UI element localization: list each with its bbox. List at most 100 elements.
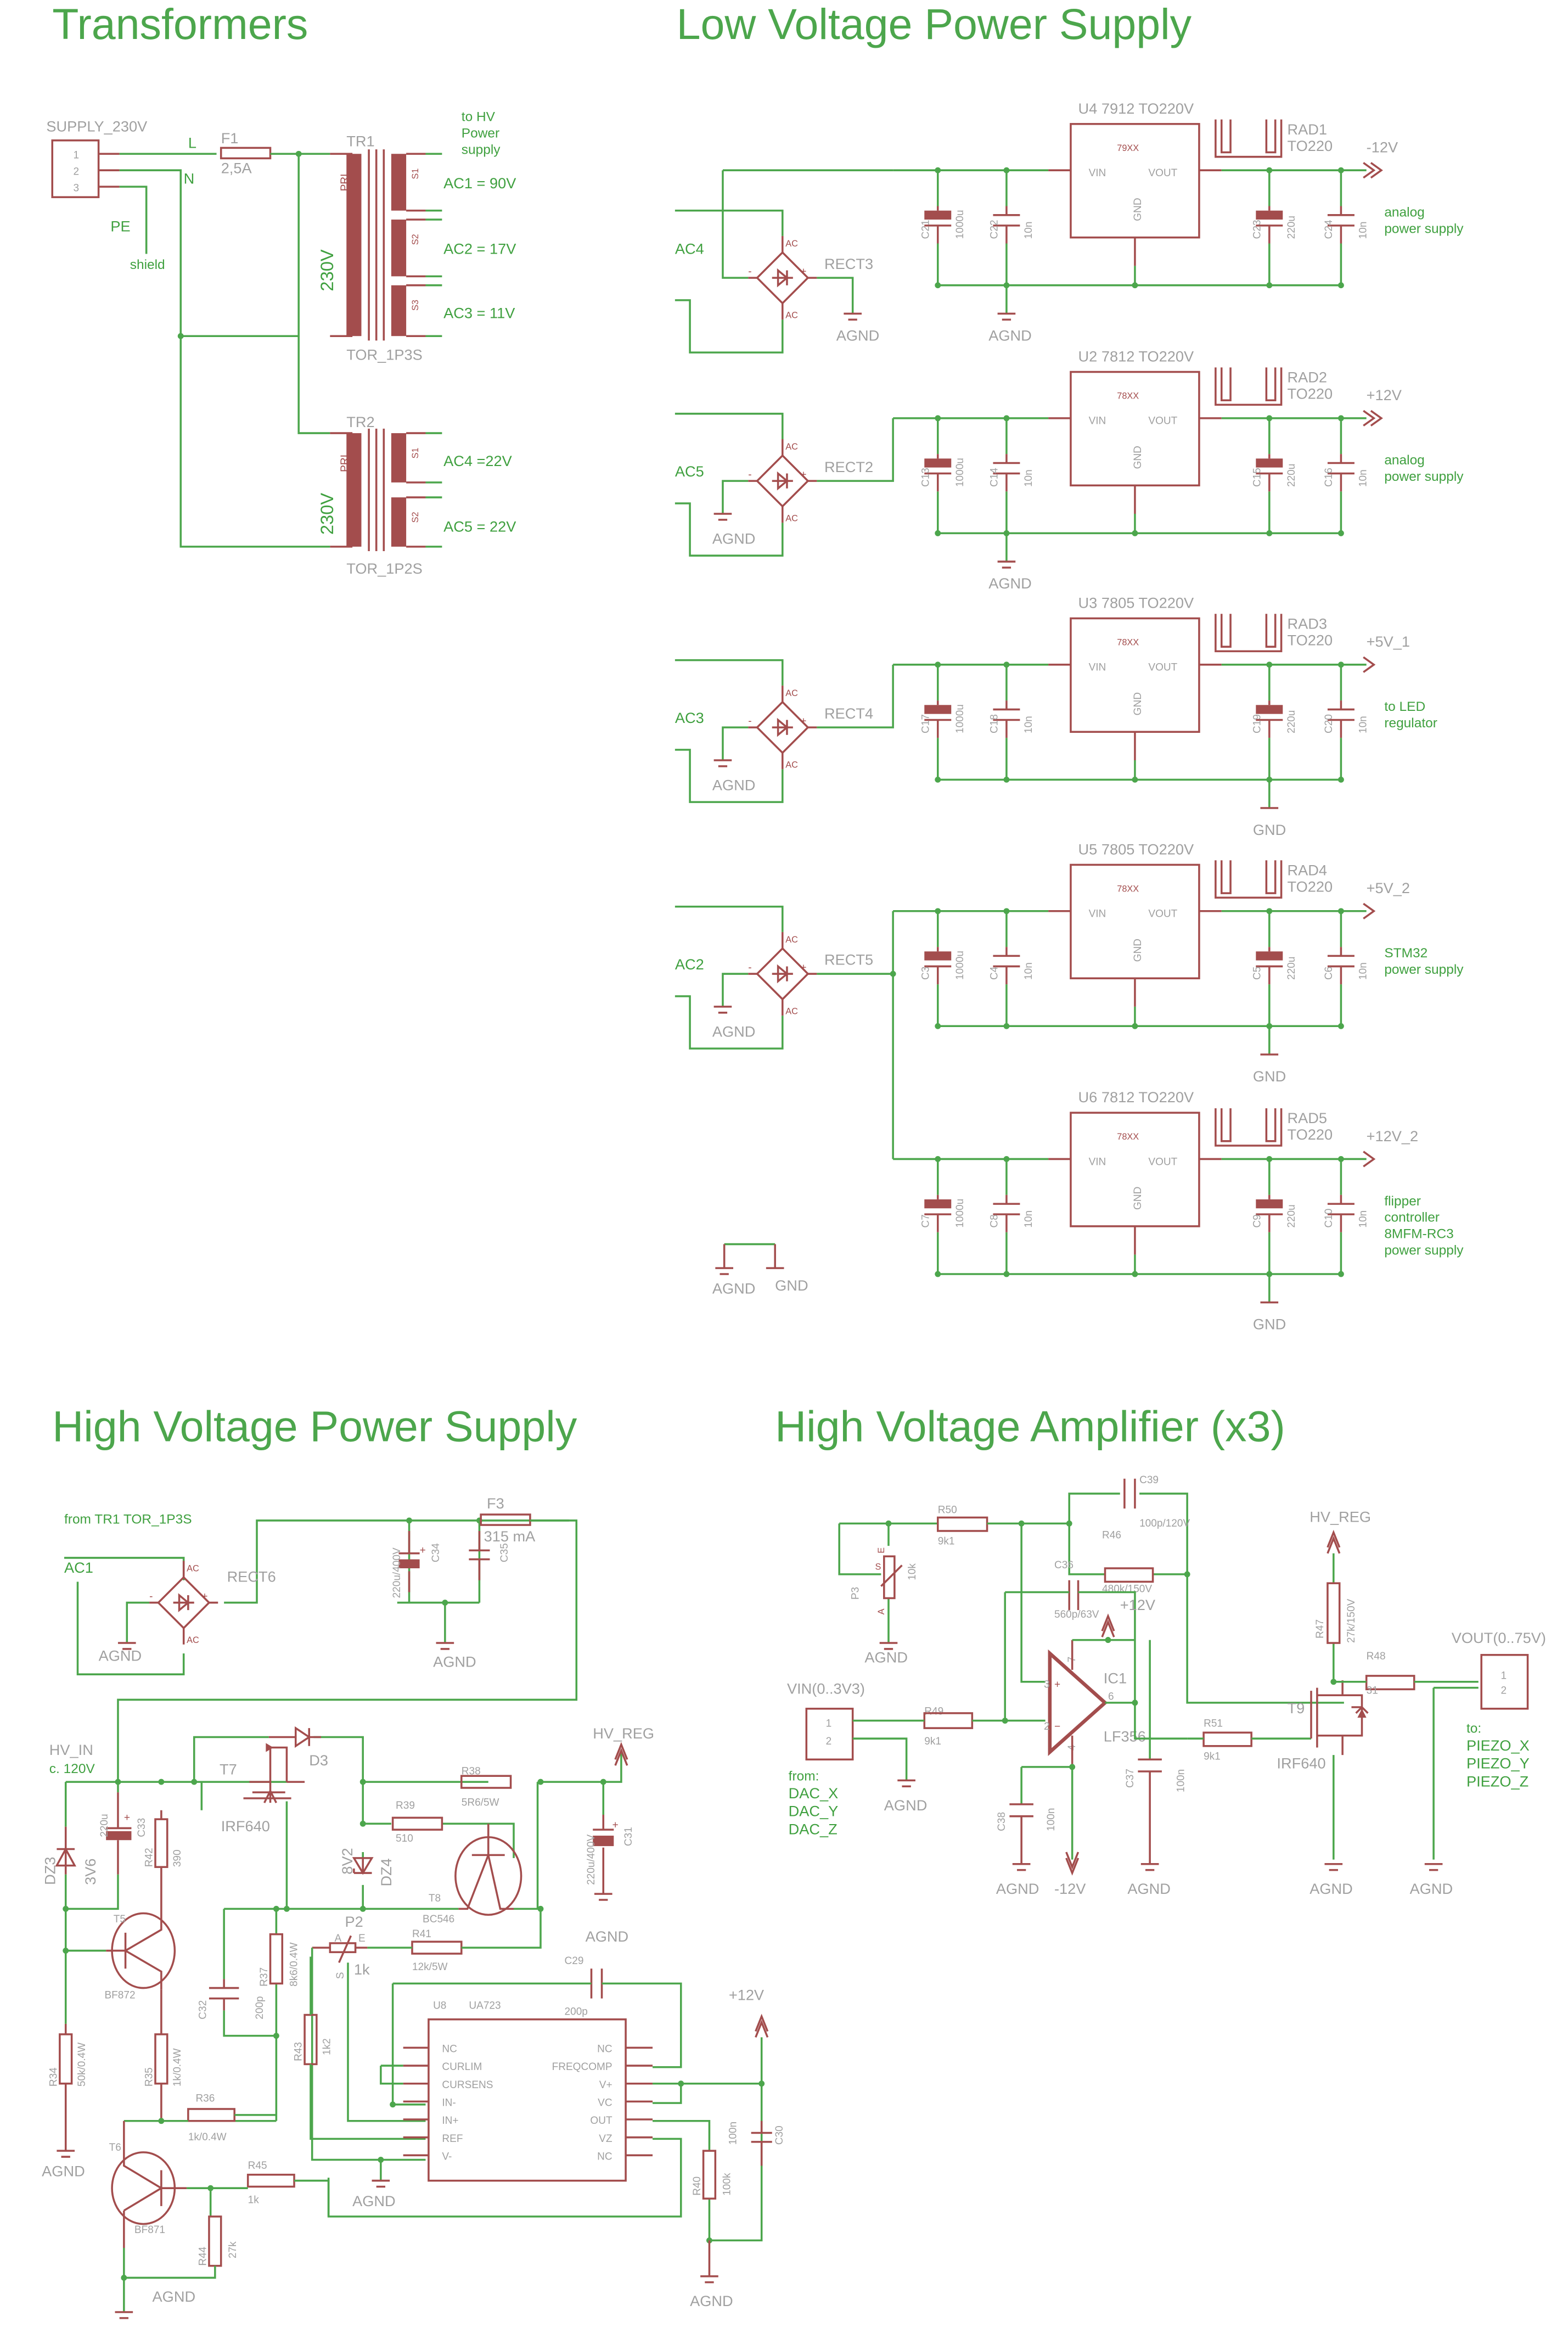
r40-agnd: AGND [690, 2292, 733, 2309]
vin-connector-label: VIN(0..3V3) [787, 1680, 865, 1697]
capacitor-value: 10n [1358, 962, 1369, 980]
ac-pin: AC [187, 1563, 199, 1573]
capacitor-value: 220u [1286, 464, 1297, 487]
r35-name: R35 [144, 2067, 155, 2086]
c32-name: C32 [197, 2000, 209, 2020]
u8-left-pin: REF [442, 2133, 463, 2145]
stage-note: power supply [1384, 221, 1464, 236]
vout-agnd: AGND [1410, 1880, 1453, 1897]
c33-value: 220u [99, 1814, 110, 1837]
opamp-ic1 [1048, 1649, 1108, 1756]
vout-connector-label: VOUT(0..75V) [1452, 1629, 1546, 1646]
resistor-r39 [391, 1816, 443, 1831]
supply-connector-label: SUPPLY_230V [46, 117, 148, 134]
t8-part: BC546 [423, 1914, 454, 1925]
r50-value: 9k1 [938, 1535, 955, 1547]
capacitor-value: 1000u [954, 210, 966, 239]
ic1-pin3: 3 [1044, 1679, 1050, 1691]
tr2-primary-voltage: 230V [317, 493, 337, 535]
r41-value: 12k/5W [412, 1961, 448, 1973]
hv-in-note: c. 120V [49, 1762, 95, 1776]
capacitor-value: 10n [1023, 716, 1035, 733]
r39-name: R39 [396, 1800, 415, 1811]
capacitor-value: 220u [1286, 957, 1297, 980]
ac-pin: AC [187, 1635, 199, 1645]
capacitor-name: C14 [989, 468, 1001, 487]
p3-name: P3 [850, 1587, 862, 1600]
amp-hv-reg-label: HV_REG [1310, 1508, 1371, 1525]
t7-part: IRF640 [221, 1818, 270, 1835]
r49-value: 9k1 [924, 1736, 941, 1747]
ac-input-label: AC5 [675, 463, 704, 480]
electrolytic-capacitor [1256, 951, 1283, 961]
heatsink-label: RAD3 [1287, 615, 1327, 632]
amp-minus12-label: -12V [1054, 1880, 1086, 1897]
c38-name: C38 [996, 1812, 1008, 1831]
stage-note: power supply [1384, 962, 1464, 977]
ac4-label: AC4 =22V [443, 452, 513, 469]
t6-name: T6 [109, 2142, 121, 2153]
gnd-pin: GND [1132, 198, 1144, 221]
ic1-pin2: 2 [1044, 1721, 1050, 1732]
plus-sign: + [800, 962, 806, 974]
stage-note: analog [1384, 453, 1424, 468]
c36-name: C36 [1054, 1560, 1074, 1571]
section-title-hv-amplifier: High Voltage Amplifier (x3) [775, 1403, 1285, 1451]
vout-pin: VOUT [1148, 1156, 1177, 1168]
f3-name: F3 [487, 1495, 504, 1512]
output-net-label: +5V_2 [1367, 879, 1410, 896]
r48-name: R48 [1367, 1651, 1386, 1662]
heatsink-icon [1215, 1108, 1283, 1147]
vout-pin: VOUT [1148, 167, 1177, 179]
regulator-label: U5 7805 TO220V [1078, 840, 1194, 857]
ac-input-label: AC2 [675, 956, 704, 973]
electrolytic-capacitor [924, 1199, 952, 1209]
u8-left-pin: IN+ [442, 2115, 458, 2127]
c31-name: C31 [623, 1827, 634, 1846]
potentiometer-p3[interactable] [883, 1555, 896, 1600]
gnd-pin: GND [1132, 939, 1144, 962]
u8-right-pin: VZ [599, 2133, 612, 2145]
to-note-4: PIEZO_Z [1466, 1773, 1528, 1790]
supply-connector [51, 139, 100, 198]
svg-text:+: + [1054, 1679, 1060, 1691]
ac5-label: AC5 = 22V [443, 518, 516, 535]
tr1-s2-pin: S2 [411, 234, 420, 245]
section-title-transformers: Transformers [52, 0, 308, 48]
r37-value: 8k6/0.4W [288, 1942, 300, 1986]
capacitor-value: 220u [1286, 216, 1297, 239]
u8-left-pin: CURLIM [442, 2061, 482, 2073]
r46-name: R46 [1102, 1530, 1121, 1541]
r45-value: 1k [248, 2194, 260, 2206]
heatsink-part: TO220 [1287, 1126, 1333, 1143]
heatsink-part: TO220 [1287, 878, 1333, 895]
ac-pin: AC [785, 239, 798, 249]
r42-value: 390 [172, 1849, 183, 1867]
stage-note: flipper [1384, 1194, 1421, 1209]
electrolytic-capacitor [1256, 1199, 1283, 1209]
r34-name: R34 [48, 2067, 59, 2086]
c30-name: C30 [774, 2125, 785, 2145]
capacitor-value: 10n [1358, 716, 1369, 733]
r44-name: R44 [197, 2246, 209, 2265]
agnd-gnd-link: AGND GND [712, 1243, 808, 1297]
p3-pin-s: S [875, 1562, 881, 1572]
agnd-label: AGND [988, 575, 1032, 592]
to-note-1: to: [1466, 1721, 1481, 1736]
potentiometer-p2[interactable] [329, 1942, 357, 1954]
regulator-label: U2 7812 TO220V [1078, 347, 1194, 364]
r41-name: R41 [412, 1928, 431, 1940]
electrolytic-capacitor [1256, 458, 1283, 468]
heatsink-label: RAD2 [1287, 369, 1327, 386]
r48-value: 31 [1367, 1685, 1378, 1697]
c32-value: 200p [254, 1996, 266, 2019]
c33-name: C33 [136, 1818, 148, 1837]
r34-value: 50k/0.4W [76, 2043, 88, 2086]
u8-left-pin: V- [442, 2151, 452, 2162]
resistor-r40 [702, 2150, 717, 2200]
u8-right-pin: OUT [590, 2115, 612, 2127]
capacitor-value: 10n [1023, 469, 1035, 487]
